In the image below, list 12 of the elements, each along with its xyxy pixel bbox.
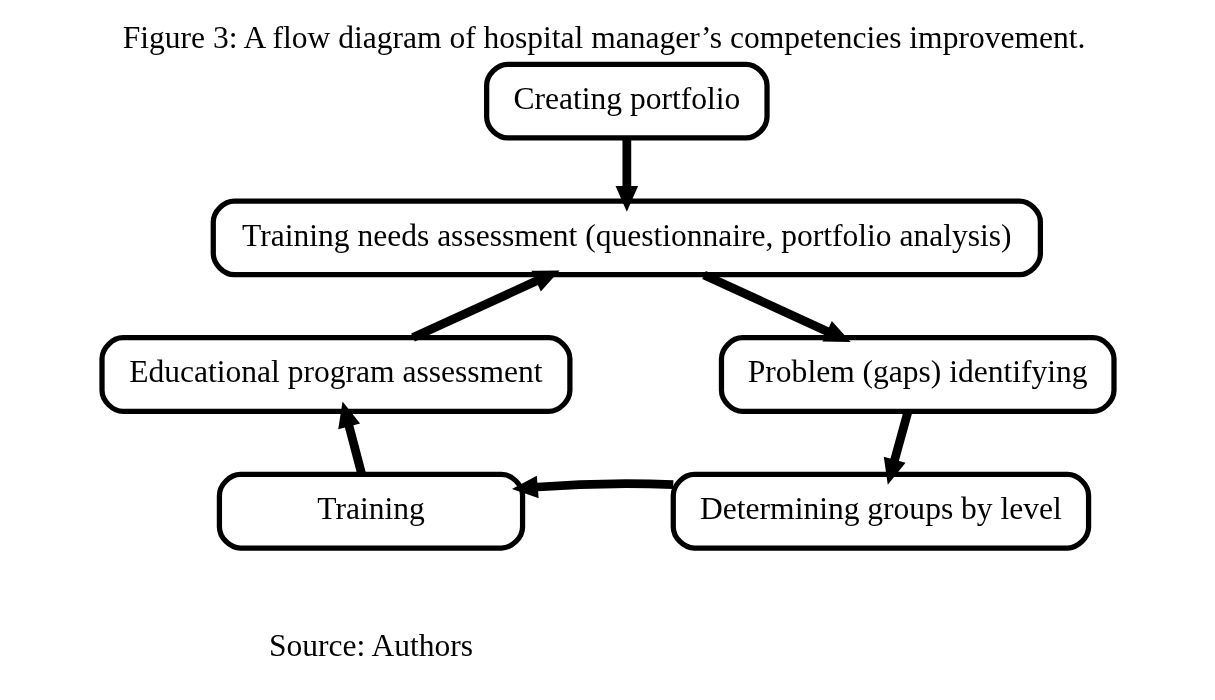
diagram-title: Figure 3: A flow diagram of hospital manager’s competencies improvement. [122, 19, 1085, 55]
node-box: Creating portfolio [483, 61, 770, 141]
caption: Source: Authors [268, 627, 473, 663]
arrow [701, 270, 851, 343]
node-box: Determining groups by level [670, 471, 1091, 551]
arrow [511, 475, 673, 499]
node-box: Training needs assessment (questionnaire, portfolio analysis) [210, 198, 1043, 278]
arrow [615, 138, 638, 212]
arrow [410, 270, 560, 342]
node-box: Educational program assessment [98, 335, 572, 414]
node-box: Training [216, 471, 525, 551]
node-box: Problem (gaps) identifying [718, 335, 1117, 414]
